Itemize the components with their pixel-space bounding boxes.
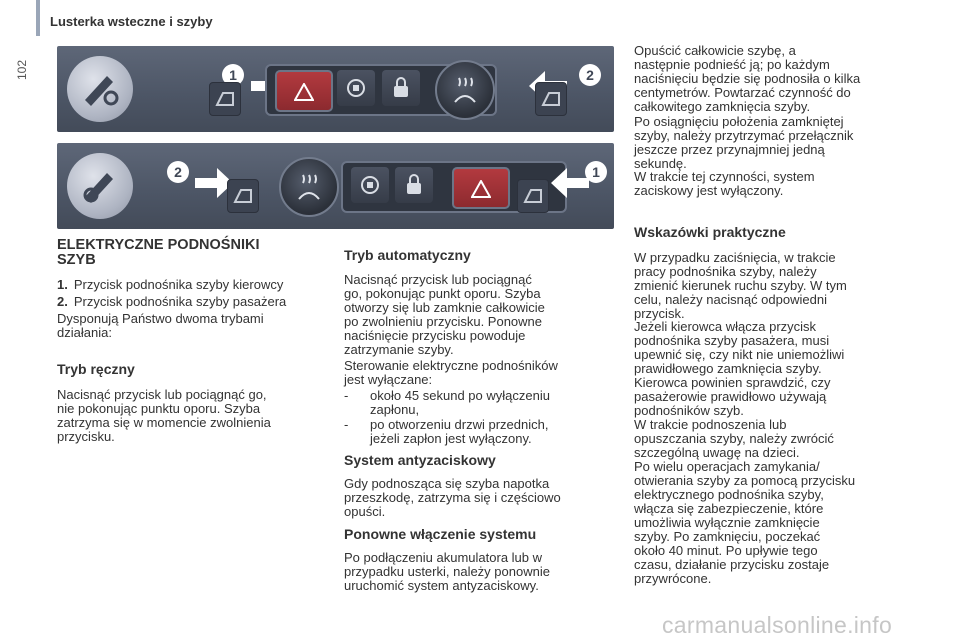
seat-heating-knob [435,60,495,120]
list-item: 1.Przycisk podnośnika szyby kierowcy [57,277,284,292]
wskazowki-title: Wskazówki praktyczne [634,224,786,240]
ponowne-wlaczenie-title: Ponowne włączenie systemu [344,526,537,542]
child-lock-button [337,70,375,106]
arrow-right-icon [195,168,233,198]
window-switch-panel-bottom: 2 1 [57,143,614,229]
bullet-text: po otworzeniu drzwi przednich,jeżeli zap… [370,417,549,446]
padlock-icon [394,77,408,97]
window-knob-icon [67,153,133,219]
central-lock-button [395,167,433,203]
bullet-dash: - [344,417,349,432]
window-glyph-icon [523,189,542,203]
tryb-automatyczny-title: Tryb automatyczny [344,247,471,263]
child-lock-icon [347,79,365,97]
driver-window-switch [209,82,241,116]
hazard-triangle-icon [294,83,314,101]
system-antyzaciskowy-title: System antyzaciskowy [344,452,496,468]
tryb-reczny-title: Tryb ręczny [57,361,135,377]
central-lock-button [382,70,420,106]
window-switch-panel-top: 1 2 [57,46,614,132]
sidebar-accent-line [36,0,40,36]
callout-badge-1: 1 [222,64,244,86]
seat-heating-icon [298,174,320,200]
section-title-line2: SZYB [57,252,96,268]
callout-badge-1: 1 [585,161,607,183]
seat-heating-icon [454,77,476,103]
passenger-window-switch [227,179,259,213]
padlock-icon [407,174,421,194]
section-title-line1: ELEKTRYCZNE PODNOŚNIKI [57,237,260,253]
driver-window-switch [517,179,549,213]
arrow-left-icon [551,168,589,198]
window-knob-icon [67,56,133,122]
hazard-button [452,167,510,209]
callout-badge-2: 2 [167,161,189,183]
child-lock-button [351,167,389,203]
passenger-window-switch [535,82,567,116]
tryb-reczny-text: Nacisnąć przycisk lub pociągnąć go,nie p… [57,387,271,444]
hazard-triangle-icon [471,180,491,198]
hazard-button [275,70,333,112]
window-glyph-icon [215,92,234,106]
page-number: 102 [15,59,29,81]
watermark: carmanualsonline.info [662,612,893,638]
header-title: Lusterka wsteczne i szyby [50,14,213,29]
window-glyph-icon [541,92,560,106]
child-lock-icon [361,176,379,194]
bullet-dash: - [344,388,349,403]
list-item: 2.Przycisk podnośnika szyby pasażera [57,294,287,309]
seat-heating-knob [279,157,339,217]
wskazowki-paragraph-5: Po wielu operacjach zamykania/otwierania… [634,459,856,586]
callout-badge-2: 2 [579,64,601,86]
window-glyph-icon [233,189,252,203]
